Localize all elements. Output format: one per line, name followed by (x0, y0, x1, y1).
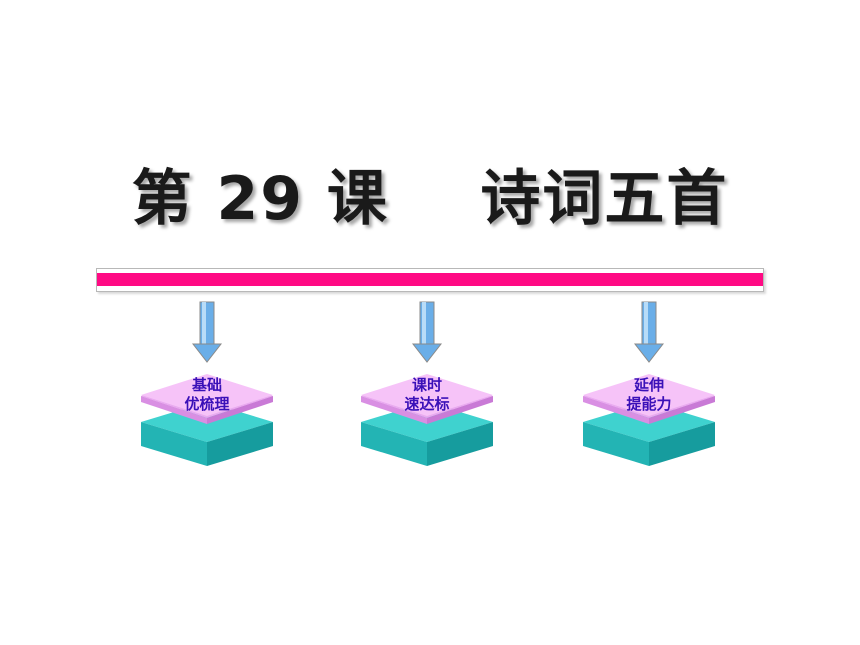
module-label-line1: 基础 (191, 376, 222, 394)
module-extension[interactable]: 延伸 提能力 (579, 300, 719, 475)
module-label[interactable]: 延伸 提能力 (579, 376, 719, 414)
pink-divider-bar (97, 273, 763, 286)
module-label-line1: 课时 (411, 376, 442, 394)
module-basic-review[interactable]: 基础 优梳理 (137, 300, 277, 475)
module-graphic (141, 301, 273, 466)
module-graphic (361, 301, 493, 466)
title-divider (96, 268, 764, 292)
stacked-tile-icon (583, 374, 715, 466)
module-graphic (583, 301, 715, 466)
stacked-tile-icon (141, 374, 273, 466)
down-arrow-icon (191, 301, 223, 363)
down-arrow-icon (633, 301, 665, 363)
module-class-practice[interactable]: 课时 速达标 (357, 300, 497, 475)
module-label[interactable]: 基础 优梳理 (137, 376, 277, 414)
module-label[interactable]: 课时 速达标 (357, 376, 497, 414)
down-arrow-icon (411, 301, 443, 363)
module-label-line1: 延伸 (633, 376, 664, 394)
page-title: 第 29 课 诗词五首 (131, 164, 729, 234)
module-label-line2: 提能力 (626, 395, 672, 413)
stacked-tile-icon (361, 374, 493, 466)
module-label-line2: 速达标 (404, 395, 450, 413)
module-label-line2: 优梳理 (184, 395, 230, 413)
